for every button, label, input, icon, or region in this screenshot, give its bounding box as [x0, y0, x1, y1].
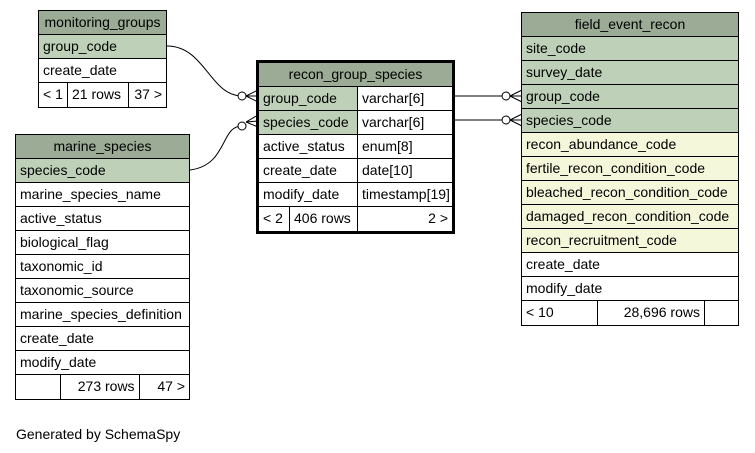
column-name: create_date: [263, 162, 337, 178]
relationship-crowfoot: [509, 89, 523, 103]
table-row[interactable]: create_date date[10]: [259, 159, 452, 183]
column-name: group_code: [526, 88, 600, 104]
column-name: biological_flag: [20, 234, 109, 250]
table-row[interactable]: marine_species_definition: [16, 303, 189, 327]
table-row[interactable]: active_status enum[8]: [259, 135, 452, 159]
parents-count[interactable]: < 10: [526, 304, 554, 320]
column-name: survey_date: [526, 64, 603, 80]
table-row[interactable]: taxonomic_id: [16, 255, 189, 279]
relationship-circle: [501, 91, 511, 101]
table-row[interactable]: active_status: [16, 207, 189, 231]
table-row[interactable]: marine_species_name: [16, 183, 189, 207]
relationship-circle: [237, 121, 247, 131]
row-count: 406 rows: [289, 207, 357, 231]
table-row[interactable]: create_date: [39, 59, 166, 83]
column-name: create_date: [526, 256, 600, 272]
table-row[interactable]: bleached_recon_condition_code: [522, 181, 738, 205]
column-name: create_date: [20, 330, 94, 346]
table-title[interactable]: marine_species: [16, 135, 189, 159]
column-name: active_status: [263, 138, 345, 154]
table-title[interactable]: field_event_recon: [522, 13, 738, 37]
table-row[interactable]: damaged_recon_condition_code: [522, 205, 738, 229]
column-type: varchar[6]: [357, 87, 452, 110]
children-count[interactable]: 2 >: [357, 207, 452, 231]
column-name: recon_recruitment_code: [526, 232, 677, 248]
row-count: 273 rows: [59, 375, 139, 399]
table-marine-species[interactable]: marine_species species_code marine_speci…: [15, 134, 190, 400]
table-footer: < 10 28,696 rows: [522, 301, 738, 325]
column-name: modify_date: [526, 280, 603, 296]
column-name: species_code: [526, 112, 612, 128]
column-name: taxonomic_id: [20, 258, 103, 274]
column-name: modify_date: [263, 186, 340, 202]
table-footer: < 1 21 rows 37 >: [39, 83, 166, 107]
column-name: bleached_recon_condition_code: [526, 184, 728, 200]
relationship-circle: [237, 91, 247, 101]
children-count[interactable]: 47 >: [138, 375, 189, 399]
table-field-event-recon[interactable]: field_event_recon site_code survey_date …: [521, 12, 739, 326]
column-type: timestamp[19]: [357, 183, 452, 206]
table-row[interactable]: survey_date: [522, 61, 738, 85]
table-row[interactable]: fertile_recon_condition_code: [522, 157, 738, 181]
table-row[interactable]: create_date: [16, 327, 189, 351]
table-row[interactable]: modify_date: [16, 351, 189, 375]
column-name: modify_date: [20, 354, 97, 370]
column-name: group_code: [43, 38, 117, 54]
parents-count[interactable]: < 1: [43, 86, 63, 102]
children-count[interactable]: 37 >: [128, 83, 166, 107]
table-title[interactable]: monitoring_groups: [39, 11, 166, 35]
generated-by-text: Generated by SchemaSpy: [16, 426, 181, 442]
column-name: fertile_recon_condition_code: [526, 160, 706, 176]
column-type: varchar[6]: [357, 111, 452, 134]
row-count: 28,696 rows: [597, 301, 704, 325]
column-name: species_code: [259, 111, 357, 134]
column-name: create_date: [43, 62, 117, 78]
column-name: active_status: [20, 210, 102, 226]
table-footer: < 2 406 rows 2 >: [259, 207, 452, 231]
column-type: enum[8]: [357, 135, 452, 158]
table-row[interactable]: group_code varchar[6]: [259, 87, 452, 111]
column-name: recon_abundance_code: [526, 136, 677, 152]
table-row[interactable]: group_code: [522, 85, 738, 109]
table-row[interactable]: create_date: [522, 253, 738, 277]
table-row[interactable]: species_code: [16, 159, 189, 183]
table-recon-group-species[interactable]: recon_group_species group_code varchar[6…: [256, 60, 455, 234]
column-name: damaged_recon_condition_code: [526, 208, 730, 224]
table-row[interactable]: modify_date: [522, 277, 738, 301]
table-row[interactable]: recon_abundance_code: [522, 133, 738, 157]
column-type: date[10]: [357, 159, 452, 182]
children-count: [704, 301, 738, 325]
table-row[interactable]: taxonomic_source: [16, 279, 189, 303]
column-name: species_code: [20, 162, 106, 178]
relationship-circle: [501, 115, 511, 125]
table-footer: 273 rows 47 >: [16, 375, 189, 399]
column-name: marine_species_definition: [20, 306, 182, 322]
column-name: taxonomic_source: [20, 282, 134, 298]
table-row[interactable]: site_code: [522, 37, 738, 61]
table-row[interactable]: species_code varchar[6]: [259, 111, 452, 135]
relationship-line: [166, 45, 243, 97]
table-row[interactable]: species_code: [522, 109, 738, 133]
table-title[interactable]: recon_group_species: [259, 63, 452, 87]
relationship-crowfoot: [509, 113, 523, 127]
table-row[interactable]: group_code: [39, 35, 166, 59]
row-count: 21 rows: [67, 83, 128, 107]
parents-count[interactable]: < 2: [263, 210, 283, 226]
parents-count: [16, 375, 60, 399]
column-name: marine_species_name: [20, 186, 161, 202]
table-monitoring-groups[interactable]: monitoring_groups group_code create_date…: [38, 10, 167, 108]
column-name: site_code: [526, 40, 586, 56]
table-row[interactable]: biological_flag: [16, 231, 189, 255]
table-row[interactable]: modify_date timestamp[19]: [259, 183, 452, 207]
table-row[interactable]: recon_recruitment_code: [522, 229, 738, 253]
column-name: group_code: [259, 87, 357, 110]
relationship-line: [189, 125, 243, 171]
